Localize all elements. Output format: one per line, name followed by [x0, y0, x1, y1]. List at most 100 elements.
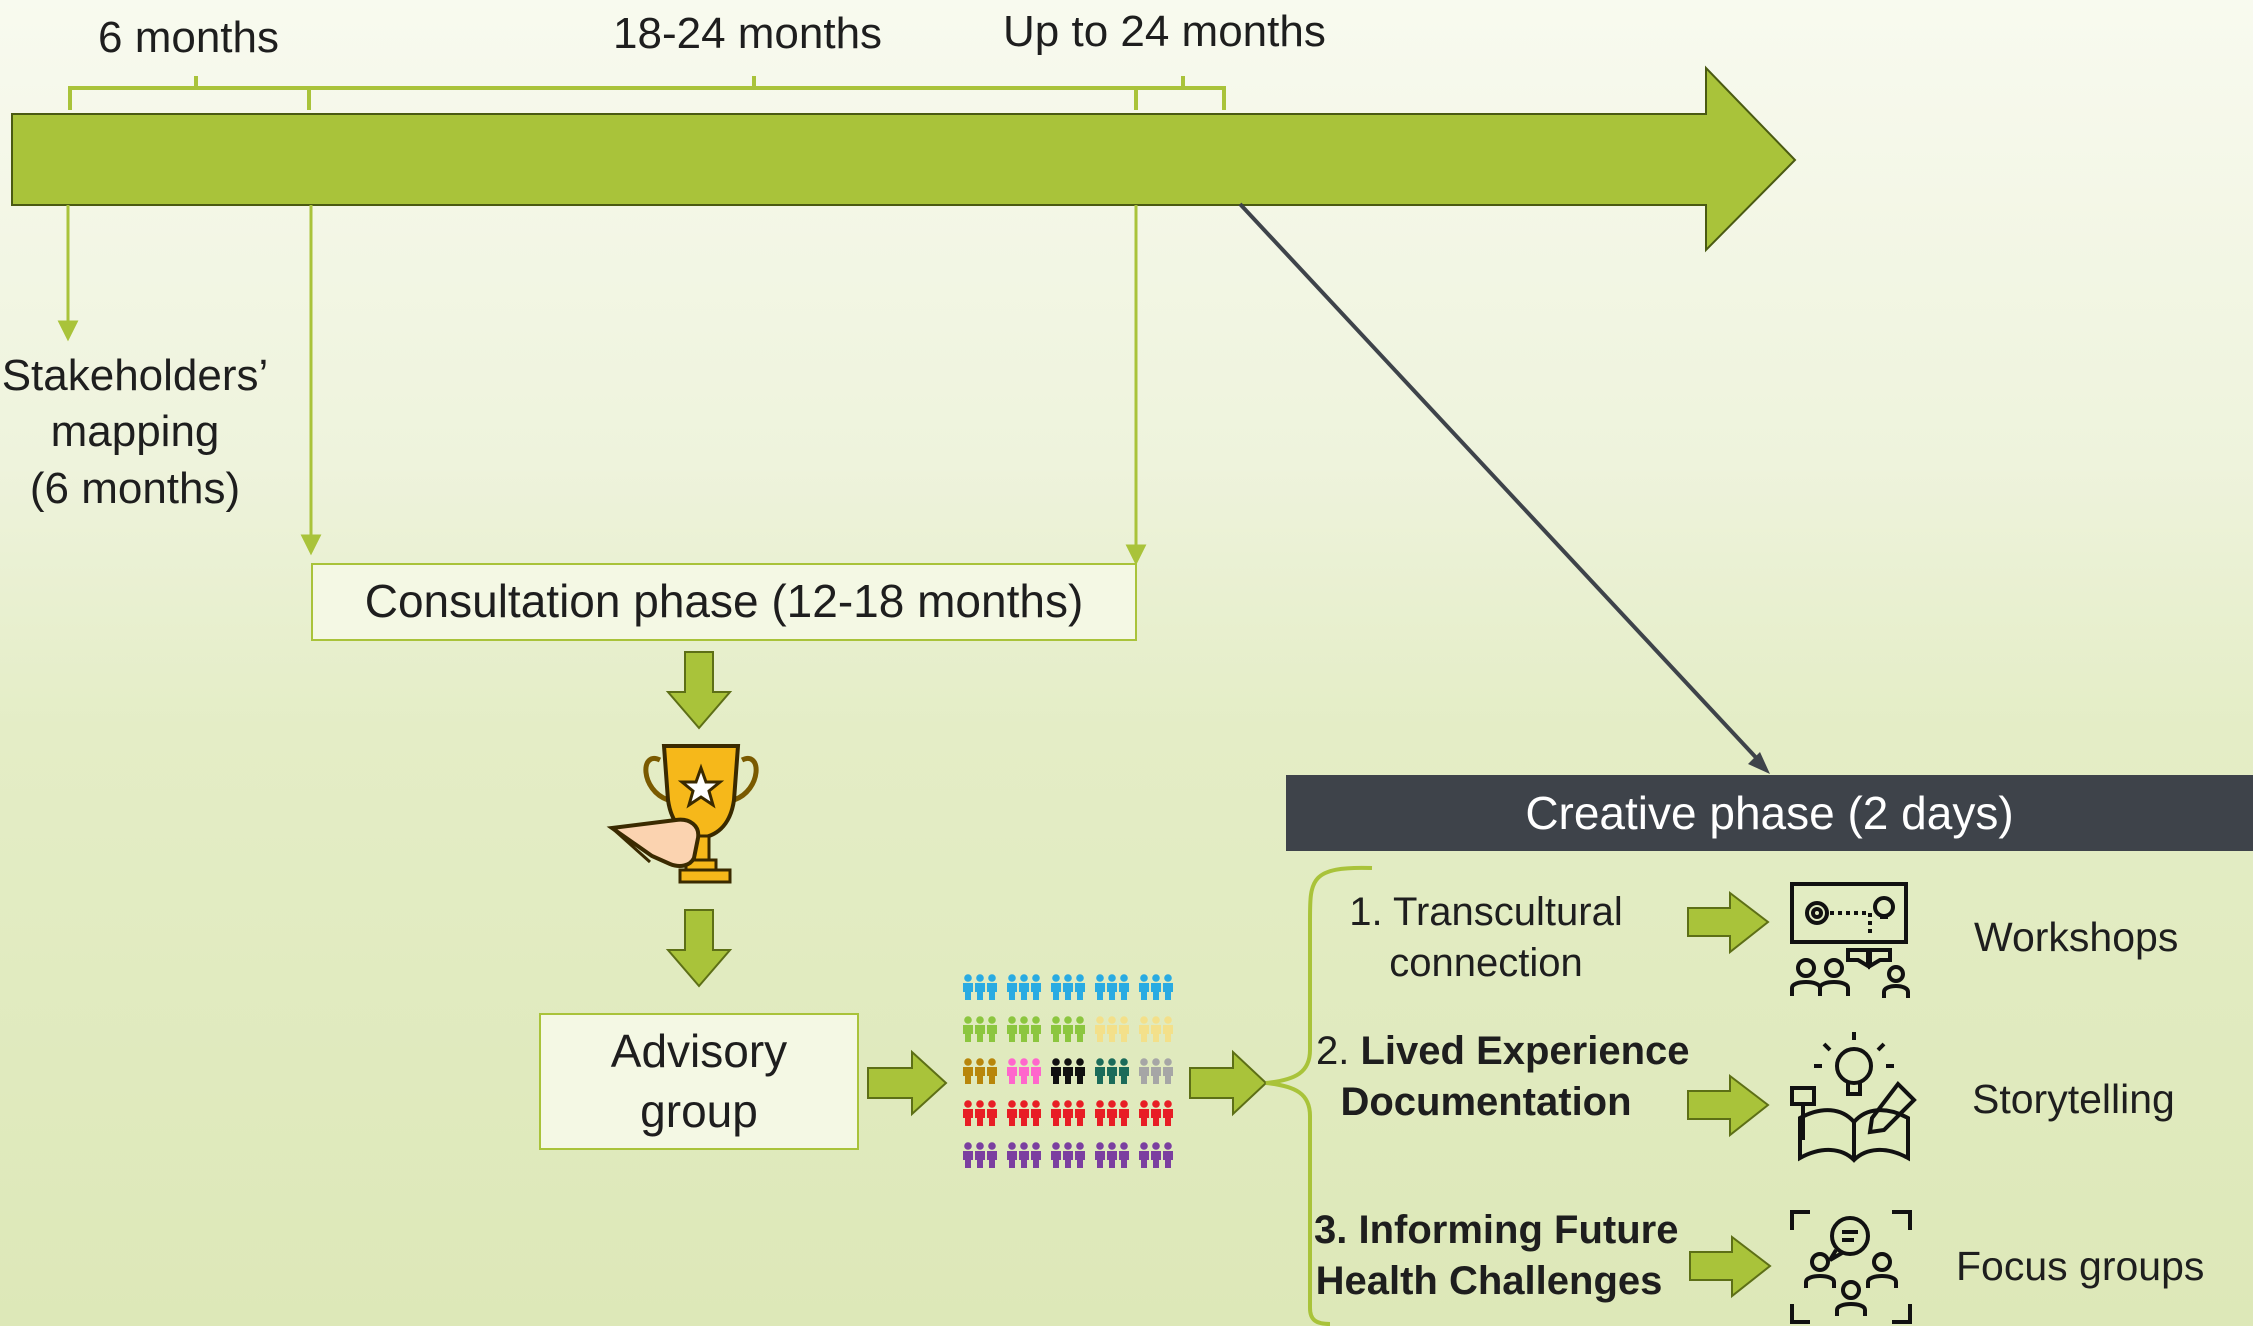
- person-body: [1151, 983, 1161, 1000]
- person-body: [1095, 983, 1105, 1000]
- person-head: [964, 1142, 972, 1150]
- person-head: [976, 1100, 984, 1108]
- person-body: [1095, 1151, 1105, 1168]
- person-body: [1119, 1025, 1129, 1042]
- person-head: [976, 1058, 984, 1066]
- person-body: [987, 1109, 997, 1126]
- person-head: [988, 1058, 996, 1066]
- timeline-arrow: [11, 65, 1797, 253]
- person-body: [1139, 1025, 1149, 1042]
- person-body: [1007, 983, 1017, 1000]
- span-label-6-months: 6 months: [98, 13, 279, 62]
- person-head: [1052, 1058, 1060, 1066]
- creative-step-1: 1. Transcultural connection: [1320, 887, 1652, 989]
- step-1-number: 1.: [1349, 890, 1383, 934]
- person-head: [1140, 1142, 1148, 1150]
- person-head: [988, 1142, 996, 1150]
- person-body: [1063, 1109, 1073, 1126]
- person-body: [1031, 1109, 1041, 1126]
- advisory-line-1: Advisory: [610, 1024, 788, 1077]
- person-body: [1119, 1151, 1129, 1168]
- person-body: [1051, 1025, 1061, 1042]
- person-body: [1031, 1025, 1041, 1042]
- person-head: [988, 1016, 996, 1024]
- person-head: [1164, 1058, 1172, 1066]
- person-body: [1007, 1151, 1017, 1168]
- person-head: [1076, 974, 1084, 982]
- person-body: [1107, 1025, 1117, 1042]
- person-body: [1119, 983, 1129, 1000]
- person-body: [975, 983, 985, 1000]
- person-body: [987, 983, 997, 1000]
- step-3-line-1: Informing Future: [1358, 1208, 1679, 1252]
- person-body: [1163, 1151, 1173, 1168]
- person-body: [1019, 1151, 1029, 1168]
- person-head: [964, 1100, 972, 1108]
- person-head: [1008, 1142, 1016, 1150]
- person-body: [963, 1025, 973, 1042]
- creative-step-3: 3. Informing Future Health Challenges: [1314, 1205, 1678, 1307]
- person-head: [1140, 1100, 1148, 1108]
- person-head: [1032, 974, 1040, 982]
- person-body: [1031, 983, 1041, 1000]
- person-head: [1076, 1016, 1084, 1024]
- step-1-line-2: connection: [1389, 941, 1583, 986]
- person-body: [975, 1109, 985, 1126]
- creative-phase-title: Creative phase (2 days): [1525, 787, 2014, 839]
- person-body: [1163, 983, 1173, 1000]
- person-head: [976, 974, 984, 982]
- person-head: [1096, 974, 1104, 982]
- person-body: [1163, 1067, 1173, 1084]
- person-body: [1051, 1067, 1061, 1084]
- consultation-phase-box: Consultation phase (12-18 months): [311, 563, 1137, 641]
- person-body: [1063, 1151, 1073, 1168]
- person-head: [1096, 1100, 1104, 1108]
- person-head: [1164, 1100, 1172, 1108]
- person-body: [963, 1109, 973, 1126]
- person-head: [1108, 1100, 1116, 1108]
- advisory-line-2: group: [640, 1084, 758, 1137]
- person-body: [1075, 1109, 1085, 1126]
- trophy-hand-icon: [606, 744, 759, 884]
- person-head: [1164, 1016, 1172, 1024]
- down-arrow-to-advisory: [665, 909, 733, 988]
- person-head: [1120, 1016, 1128, 1024]
- person-head: [1120, 1100, 1128, 1108]
- step-1-line-1: Transcultural: [1393, 890, 1623, 934]
- step-2-line-2: Documentation: [1340, 1080, 1632, 1125]
- person-body: [1019, 1067, 1029, 1084]
- person-head: [1152, 974, 1160, 982]
- person-head: [1052, 1142, 1060, 1150]
- advisory-group-box: Advisory group: [539, 1013, 859, 1150]
- step-2-line-1: Lived Experience: [1360, 1029, 1690, 1073]
- person-head: [1020, 1016, 1028, 1024]
- person-body: [1139, 1109, 1149, 1126]
- person-body: [987, 1067, 997, 1084]
- person-head: [1064, 1058, 1072, 1066]
- person-head: [1064, 1016, 1072, 1024]
- method-workshops: Workshops: [1974, 914, 2179, 960]
- step-3-line-2: Health Challenges: [1315, 1259, 1663, 1304]
- person-head: [1076, 1142, 1084, 1150]
- person-body: [1007, 1109, 1017, 1126]
- person-head: [964, 974, 972, 982]
- person-body: [1163, 1109, 1173, 1126]
- person-head: [1032, 1100, 1040, 1108]
- person-head: [1064, 974, 1072, 982]
- person-head: [1152, 1100, 1160, 1108]
- person-head: [1076, 1058, 1084, 1066]
- method-focus-groups: Focus groups: [1956, 1243, 2205, 1289]
- person-head: [988, 974, 996, 982]
- person-body: [975, 1151, 985, 1168]
- creative-step-2: 2. Lived Experience Documentation: [1316, 1026, 1690, 1128]
- right-arrow-people-creative: [1189, 1049, 1268, 1117]
- person-body: [1031, 1151, 1041, 1168]
- person-head: [1008, 1058, 1016, 1066]
- person-body: [963, 1067, 973, 1084]
- person-head: [1020, 974, 1028, 982]
- person-head: [1032, 1142, 1040, 1150]
- person-body: [1019, 1025, 1029, 1042]
- person-head: [1096, 1058, 1104, 1066]
- person-head: [1108, 1058, 1116, 1066]
